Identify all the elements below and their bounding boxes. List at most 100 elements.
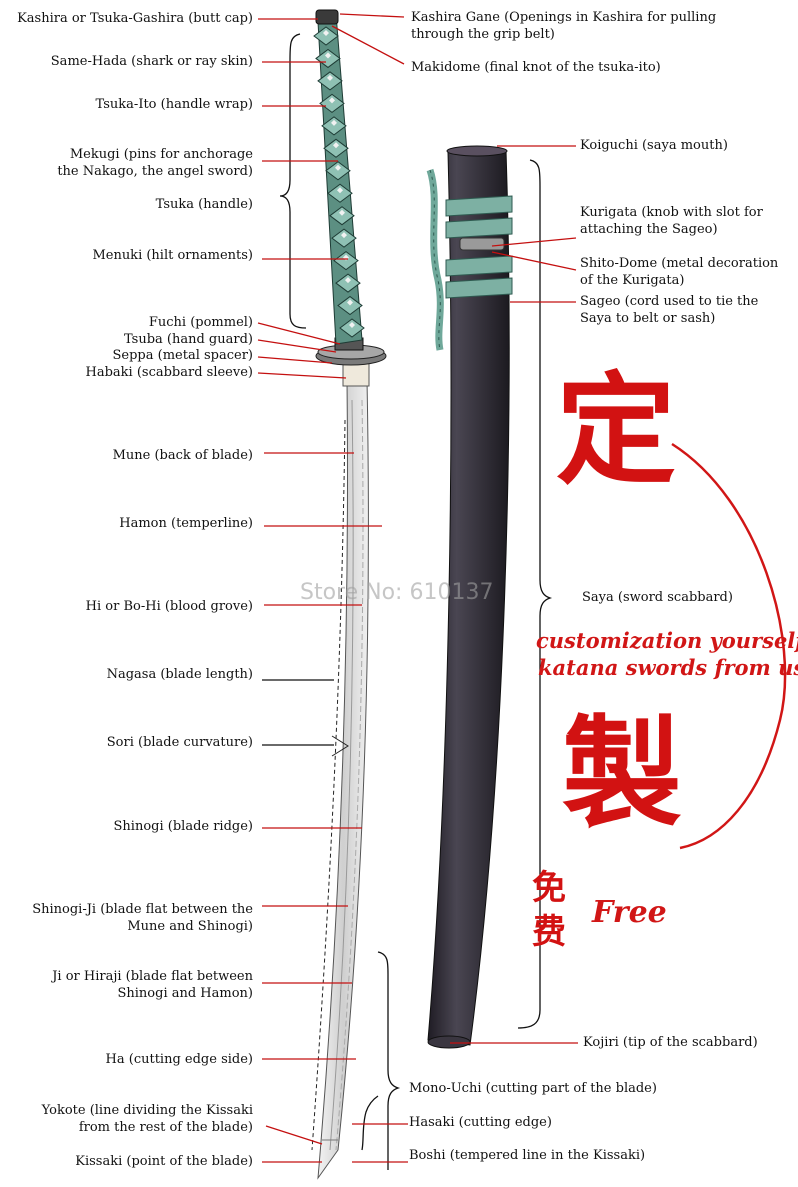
leader-lines bbox=[257, 13, 578, 1163]
label-kurigata: Kurigata (knob with slot for attaching th… bbox=[580, 204, 763, 238]
label-shinogi: Shinogi (blade ridge) bbox=[114, 818, 253, 835]
label-line: of the Kurigata) bbox=[580, 273, 685, 288]
label-line: Ha (cutting edge side) bbox=[105, 1052, 253, 1067]
label-line: attaching the Sageo) bbox=[580, 222, 718, 237]
label-tsuba: Tsuba (hand guard) bbox=[124, 331, 253, 348]
label-line: Kashira or Tsuka-Gashira (butt cap) bbox=[17, 11, 253, 26]
label-line: Mekugi (pins for anchorage bbox=[69, 147, 253, 162]
same-skin-spot bbox=[325, 52, 331, 59]
label-line: Makidome (final knot of the tsuka-ito) bbox=[411, 60, 661, 75]
label-line: Saya to belt or sash) bbox=[580, 311, 716, 326]
same-skin-spot bbox=[333, 142, 339, 149]
label-hi: Hi or Bo-Hi (blood grove) bbox=[86, 598, 253, 615]
wrap-diamond bbox=[319, 93, 345, 114]
label-seppa: Seppa (metal spacer) bbox=[113, 347, 254, 364]
label-line: Fuchi (pommel) bbox=[148, 315, 253, 330]
label-tsuka: Tsuka (handle) bbox=[156, 196, 253, 213]
promo-glyph-mid: 製 bbox=[562, 705, 682, 844]
label-line: Boshi (tempered line in the Kissaki) bbox=[409, 1148, 646, 1163]
label-line: Tsuka (handle) bbox=[155, 197, 253, 212]
promo-line-2: katana swords from us bbox=[538, 655, 798, 680]
label-line: from the rest of the blade) bbox=[78, 1120, 253, 1135]
same-skin-spot bbox=[327, 74, 333, 81]
label-line: Saya (sword scabbard) bbox=[582, 590, 733, 605]
label-fuchi: Fuchi (pommel) bbox=[149, 314, 253, 331]
wrap-diamond bbox=[317, 71, 343, 91]
label-line: Hamon (temperline) bbox=[119, 516, 253, 531]
label-makidome: Makidome (final knot of the tsuka-ito) bbox=[411, 59, 661, 76]
label-line: Tsuka-Ito (handle wrap) bbox=[95, 97, 253, 112]
brackets bbox=[279, 33, 553, 1170]
label-line: Koiguchi (saya mouth) bbox=[580, 138, 728, 153]
label-line: Kissaki (point of the blade) bbox=[75, 1154, 253, 1169]
wrap-diamond bbox=[335, 273, 361, 293]
promo-glyph-top: 定 bbox=[556, 362, 676, 501]
same-skin-spot bbox=[331, 119, 337, 126]
black-leaders bbox=[262, 679, 334, 746]
label-tsuka-ito: Tsuka-Ito (handle wrap) bbox=[96, 96, 253, 113]
label-line: Shito-Dome (metal decoration bbox=[580, 256, 779, 271]
label-boshi: Boshi (tempered line in the Kissaki) bbox=[409, 1147, 645, 1164]
label-line: Mune (back of blade) bbox=[112, 448, 253, 463]
same-skin-spot bbox=[329, 97, 335, 104]
wrap-diamond bbox=[323, 138, 349, 158]
label-line: Kurigata (knob with slot for bbox=[580, 205, 763, 220]
label-line: Tsuba (hand guard) bbox=[123, 332, 253, 347]
label-line: Sageo (cord used to tie the bbox=[580, 294, 759, 309]
label-line: Shinogi (blade ridge) bbox=[113, 819, 253, 834]
label-line: Hi or Bo-Hi (blood grove) bbox=[85, 599, 253, 614]
label-shito-dome: Shito-Dome (metal decoration of the Kurig… bbox=[580, 255, 778, 289]
label-line: Mune and Shinogi) bbox=[127, 919, 253, 934]
label-line: Hasaki (cutting edge) bbox=[409, 1115, 552, 1130]
same-skin-spot bbox=[339, 209, 345, 216]
label-sori: Sori (blade curvature) bbox=[107, 734, 253, 751]
label-line: the Nakago, the angel sword) bbox=[57, 164, 253, 179]
promo-swoosh bbox=[671, 442, 787, 850]
label-line: Mono-Uchi (cutting part of the blade) bbox=[409, 1081, 657, 1096]
label-habaki: Habaki (scabbard sleeve) bbox=[86, 364, 254, 381]
label-line: Ji or Hiraji (blade flat between bbox=[52, 969, 253, 984]
same-skin-spot bbox=[335, 164, 341, 171]
label-nagasa: Nagasa (blade length) bbox=[107, 666, 253, 683]
label-kojiri: Kojiri (tip of the scabbard) bbox=[583, 1034, 758, 1051]
store-watermark: Store No: 610137 bbox=[300, 580, 494, 605]
handle-drawing bbox=[313, 9, 365, 345]
blade-drawing bbox=[311, 379, 369, 1180]
label-saya: Saya (sword scabbard) bbox=[582, 589, 733, 606]
label-menuki: Menuki (hilt ornaments) bbox=[92, 247, 253, 264]
same-skin-spot bbox=[323, 30, 329, 36]
label-hamon: Hamon (temperline) bbox=[119, 515, 253, 532]
label-line: through the grip belt) bbox=[411, 27, 555, 42]
label-hasaki: Hasaki (cutting edge) bbox=[409, 1114, 552, 1131]
label-koiguchi: Koiguchi (saya mouth) bbox=[580, 137, 728, 154]
promo-glyph-small-1: 免 bbox=[532, 868, 566, 908]
promo-line-1: customization yourself bbox=[536, 628, 798, 653]
same-skin-spot bbox=[341, 232, 347, 239]
label-line: Sori (blade curvature) bbox=[106, 735, 253, 750]
label-mono-uchi: Mono-Uchi (cutting part of the blade) bbox=[409, 1080, 657, 1097]
label-yokote: Yokote (line dividing the Kissaki from th… bbox=[42, 1102, 253, 1136]
label-same-hada: Same-Hada (shark or ray skin) bbox=[51, 53, 253, 70]
label-line: Yokote (line dividing the Kissaki bbox=[41, 1103, 253, 1118]
label-kashira: Kashira or Tsuka-Gashira (butt cap) bbox=[17, 10, 253, 27]
label-ha: Ha (cutting edge side) bbox=[106, 1051, 253, 1068]
label-line: Shinogi-Ji (blade flat between the bbox=[32, 902, 253, 917]
label-kissaki: Kissaki (point of the blade) bbox=[75, 1153, 253, 1170]
label-line: Kojiri (tip of the scabbard) bbox=[583, 1035, 758, 1050]
saya-drawing bbox=[426, 145, 513, 1049]
promo-glyph-small-2: 费 bbox=[532, 912, 566, 952]
handle-wrap bbox=[313, 26, 365, 338]
label-line: Kashira Gane (Openings in Kashira for pu… bbox=[411, 10, 717, 25]
same-skin-spot bbox=[337, 187, 343, 194]
label-mune: Mune (back of blade) bbox=[113, 447, 253, 464]
label-line: Seppa (metal spacer) bbox=[112, 348, 254, 363]
same-skin-spot bbox=[349, 322, 355, 328]
label-line: Menuki (hilt ornaments) bbox=[92, 248, 253, 263]
label-line: Nagasa (blade length) bbox=[106, 667, 253, 682]
same-skin-spot bbox=[345, 277, 351, 284]
